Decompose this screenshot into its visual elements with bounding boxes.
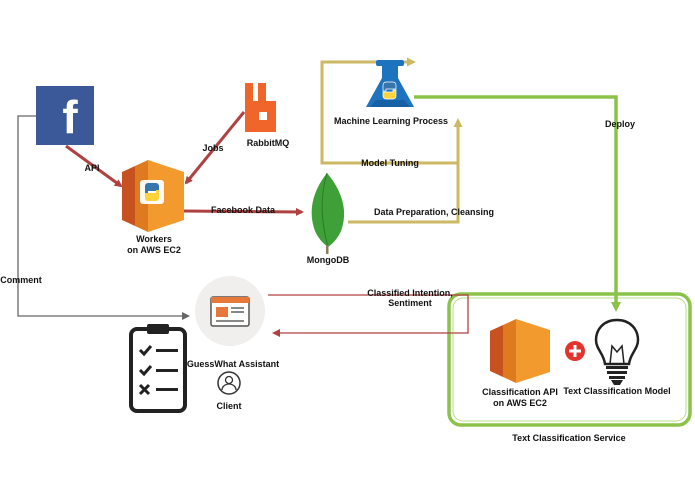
facebook-logo-icon: f bbox=[36, 86, 94, 145]
rabbitmq-logo-icon bbox=[245, 83, 276, 132]
edge-model-tuning bbox=[320, 57, 460, 165]
classification-api-label-line2: on AWS EC2 bbox=[493, 398, 547, 408]
client-label: Client bbox=[216, 401, 241, 411]
edge-label-data-preparation: Data Preparation, Cleansing bbox=[374, 207, 494, 217]
edge-label-classified-line2: Sentiment bbox=[388, 298, 432, 308]
user-avatar-icon bbox=[217, 371, 241, 395]
text-classification-service-box bbox=[447, 292, 692, 427]
assistant-label: GuessWhat Assistant bbox=[187, 359, 279, 369]
mongodb-leaf-icon bbox=[311, 172, 345, 254]
svg-text:f: f bbox=[62, 91, 78, 143]
edge-comment bbox=[17, 115, 190, 320]
lightbulb-icon bbox=[594, 318, 640, 385]
checklist-icon bbox=[129, 324, 187, 413]
edge-label-jobs: Jobs bbox=[202, 143, 223, 153]
edge-label-model-tuning: Model Tuning bbox=[361, 158, 419, 168]
edge-label-comment: Comment bbox=[0, 275, 42, 285]
service-label: Text Classification Service bbox=[512, 433, 625, 443]
edge-jobs bbox=[184, 111, 246, 185]
workers-label-line1: Workers bbox=[136, 234, 172, 244]
edge-api bbox=[65, 144, 123, 188]
classification-api-label-line1: Classification API bbox=[482, 387, 558, 397]
mongodb-label: MongoDB bbox=[307, 255, 350, 265]
edge-label-classified-line1: Classified Intention, bbox=[367, 288, 453, 298]
workers-label-line2: on AWS EC2 bbox=[127, 245, 181, 255]
azure-ml-flask-icon bbox=[366, 60, 414, 107]
model-label: Text Classification Model bbox=[563, 386, 670, 396]
ml-label: Machine Learning Process bbox=[334, 116, 448, 126]
edge-label-deploy: Deploy bbox=[605, 119, 635, 129]
rabbitmq-label: RabbitMQ bbox=[247, 138, 290, 148]
aws-ec2-python-icon bbox=[122, 160, 184, 232]
edge-facebook-data bbox=[182, 207, 304, 216]
edge-label-api: API bbox=[84, 163, 99, 173]
browser-window-icon bbox=[195, 276, 265, 346]
text-classification-service-box-inner bbox=[452, 297, 687, 422]
edge-label-facebook-data: Facebook Data bbox=[211, 205, 276, 215]
edge-classified bbox=[268, 294, 469, 337]
edge-deploy bbox=[414, 95, 621, 312]
plus-icon bbox=[565, 341, 585, 361]
aws-ec2-icon bbox=[490, 319, 550, 383]
